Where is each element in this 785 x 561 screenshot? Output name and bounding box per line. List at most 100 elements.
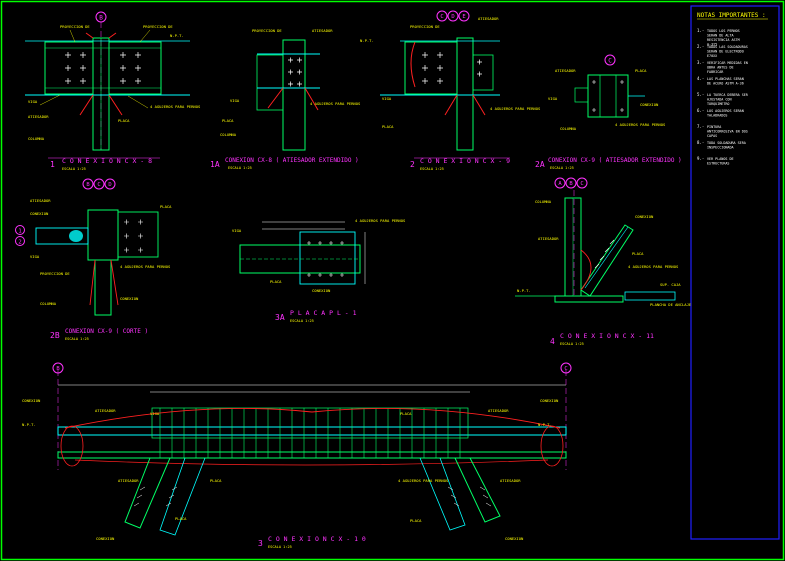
svg-text:VIGA: VIGA (30, 254, 40, 259)
svg-text:1A: 1A (210, 160, 220, 169)
svg-text:PLACA: PLACA (635, 68, 647, 73)
svg-text:4 AGUJEROS PARA PERNOS: 4 AGUJEROS PARA PERNOS (120, 264, 171, 269)
svg-text:VIGA: VIGA (382, 96, 392, 101)
svg-text:ESCALA 1:25: ESCALA 1:25 (228, 166, 252, 170)
svg-text:4 AGUJEROS PARA PERNOS: 4 AGUJEROS PARA PERNOS (615, 122, 666, 127)
notes-title: NOTAS IMPORTANTES : (697, 12, 766, 19)
grid-bubble-label: B (569, 181, 573, 187)
svg-text:4 AGUJEROS PARA PERNOS: 4 AGUJEROS PARA PERNOS (310, 101, 361, 106)
svg-text:4 AGUJEROS PARA PERNOS: 4 AGUJEROS PARA PERNOS (150, 104, 201, 109)
grid-bubble (82, 178, 94, 190)
grid-bubble-label: E (462, 14, 465, 20)
svg-text:2: 2 (18, 240, 21, 246)
svg-text:ATIESADOR: ATIESADOR (555, 68, 576, 73)
svg-text:CONEXION CX-9 ( ATIESADOR EXTE: CONEXION CX-9 ( ATIESADOR EXTENDIDO ) (548, 157, 682, 164)
svg-text:PLACA: PLACA (632, 251, 644, 256)
svg-text:ESCALA 1:25: ESCALA 1:25 (560, 342, 584, 346)
svg-text:PROYECCION DE: PROYECCION DE (40, 271, 70, 276)
svg-text:ATIESADOR: ATIESADOR (478, 16, 499, 21)
detail-title: C O N E X I O N C X - 8 (62, 157, 152, 165)
note-number: 9.- (697, 156, 704, 161)
beam-left (44, 41, 94, 95)
svg-text:VIGA: VIGA (548, 96, 558, 101)
svg-text:4: 4 (550, 337, 555, 346)
svg-text:2: 2 (410, 160, 415, 169)
grid-bubble-label: C (97, 182, 100, 188)
svg-text:3A: 3A (275, 313, 285, 322)
grid-bubble-label: A (558, 181, 562, 187)
svg-text:ATIESADOR: ATIESADOR (488, 408, 509, 413)
svg-text:PLACA: PLACA (400, 411, 412, 416)
detail-3a-plate-pl1: 4 AGUJEROS PARA PERNOS VIGA PLACA CONEXI… (232, 218, 406, 323)
svg-text:ESCALA 1:25: ESCALA 1:25 (420, 167, 444, 171)
grid-bubble-label: B (86, 182, 90, 188)
svg-text:N.P.T.: N.P.T. (170, 33, 184, 38)
note-number: 3.- (697, 60, 704, 65)
note-number: 4.- (697, 76, 704, 81)
note-number: 1.- (697, 28, 704, 33)
note-number: 6.- (697, 108, 704, 113)
svg-text:ATIESADOR: ATIESADOR (118, 478, 139, 483)
note-number: 5.- (697, 92, 704, 97)
svg-text:ESCALA 1:25: ESCALA 1:25 (268, 545, 292, 549)
svg-text:ESCALA 1:25: ESCALA 1:25 (290, 319, 314, 323)
note-number: 7.- (697, 124, 704, 129)
grid-bubble-label: C (440, 14, 443, 20)
svg-text:PLACA: PLACA (118, 118, 130, 123)
svg-text:ATIESADOR: ATIESADOR (28, 114, 49, 119)
grid-bubble (458, 10, 470, 22)
svg-text:2B: 2B (50, 331, 60, 340)
svg-text:PLACA: PLACA (175, 516, 187, 521)
svg-text:P L A C A P L - 1: P L A C A P L - 1 (290, 309, 357, 317)
svg-text:CONEXION: CONEXION (30, 211, 49, 216)
grid-bubble-label: C (564, 366, 567, 372)
svg-text:C: C (608, 58, 612, 65)
grid-bubble-label: D (451, 14, 454, 20)
svg-text:4 AGUJEROS PARA PERNOS: 4 AGUJEROS PARA PERNOS (355, 218, 406, 223)
svg-text:C O N E X I O N C X - 11: C O N E X I O N C X - 11 (560, 332, 654, 340)
svg-text:CONEXION: CONEXION (22, 398, 41, 403)
notes-frame (690, 5, 780, 540)
grid-bubble-label: B (56, 366, 60, 372)
svg-text:PROYECCION DE: PROYECCION DE (60, 24, 90, 29)
svg-text:ATIESADOR: ATIESADOR (95, 408, 116, 413)
truss-bottom-chord (57, 451, 567, 459)
detail-1-cx8: B PROYECCION DE PROYECCION DE N.P.T. VIG… (25, 11, 201, 171)
svg-text:PROYECCION DE: PROYECCION DE (410, 24, 440, 29)
grid-bubble-label: C (580, 181, 583, 187)
svg-text:COLUMNA: COLUMNA (560, 126, 577, 131)
svg-text:VIGA: VIGA (28, 99, 38, 104)
svg-text:PLACA: PLACA (160, 204, 172, 209)
grid-bubble-label: D (108, 182, 111, 188)
svg-text:CONEXION: CONEXION (540, 398, 559, 403)
grid-bubble (554, 177, 566, 189)
grid-bubble (447, 10, 459, 22)
svg-text:CONEXION: CONEXION (640, 102, 659, 107)
svg-text:COLUMNA: COLUMNA (220, 132, 237, 137)
svg-text:CONEXION: CONEXION (505, 536, 524, 541)
detail-2a-cx9-extended: C ATIESADOR PLACA VIGA CONEXION COLUMNA … (535, 54, 682, 170)
grid-bubble (565, 177, 577, 189)
svg-text:CONEXION: CONEXION (120, 296, 139, 301)
svg-text:PROYECCION DE: PROYECCION DE (252, 28, 282, 33)
svg-text:PLACA: PLACA (410, 518, 422, 523)
svg-text:ESCALA 1:25: ESCALA 1:25 (65, 337, 89, 341)
svg-text:PLACA: PLACA (382, 124, 394, 129)
svg-text:PLANCHA DE ANCLAJE: PLANCHA DE ANCLAJE (650, 302, 692, 307)
svg-text:N.P.T.: N.P.T. (538, 422, 552, 427)
svg-text:N.P.T.: N.P.T. (360, 38, 374, 43)
svg-text:CONEXION: CONEXION (635, 214, 654, 219)
svg-text:ATIESADOR: ATIESADOR (500, 478, 521, 483)
grid-bubble (436, 10, 448, 22)
svg-text:VIGA: VIGA (230, 98, 240, 103)
svg-text:N.P.T.: N.P.T. (517, 288, 531, 293)
